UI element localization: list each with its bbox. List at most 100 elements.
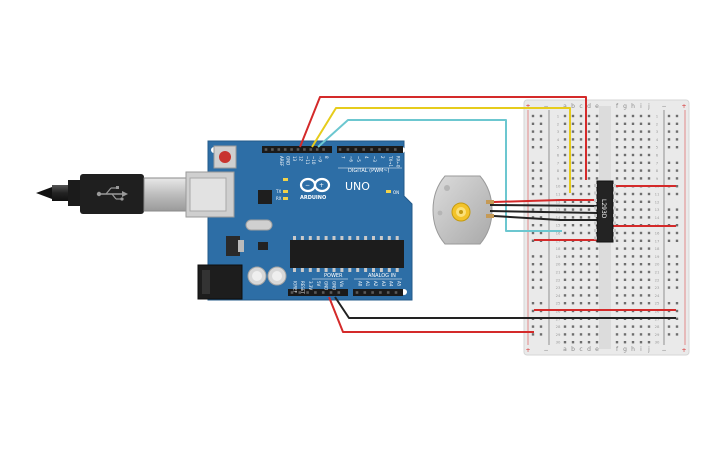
bb-rail-hole <box>675 302 679 305</box>
bb-row-number: 2 <box>656 121 659 126</box>
bb-hole <box>579 247 583 250</box>
bb-hole <box>639 153 643 157</box>
bb-hole <box>571 185 575 188</box>
bb-hole <box>631 146 635 149</box>
bb-rail-hole <box>667 177 671 180</box>
bb-hole <box>647 169 651 172</box>
chip-pin <box>324 236 328 240</box>
digital-pin-label: 2 <box>380 156 385 159</box>
bb-hole <box>639 192 643 196</box>
bb-hole <box>579 122 583 125</box>
bb-hole <box>587 122 591 125</box>
bb-hole <box>615 255 619 258</box>
bb-hole <box>563 341 567 344</box>
bb-hole <box>615 231 619 235</box>
bb-hole <box>615 286 619 289</box>
bb-hole <box>639 146 643 149</box>
reset-button-cap[interactable] <box>219 151 231 163</box>
bb-rail-hole <box>675 309 679 313</box>
bb-hole <box>587 302 591 305</box>
bb-hole <box>639 114 643 118</box>
bb-hole <box>647 239 651 242</box>
bb-hole <box>623 114 627 118</box>
bb-row-number: 3 <box>557 129 560 134</box>
bb-row-number: 16 <box>556 231 561 236</box>
bb-hole <box>623 130 627 133</box>
bb-col-e-bottom: e <box>595 346 599 353</box>
bb-hole <box>563 122 567 125</box>
bb-hole <box>563 333 567 336</box>
bb-hole <box>571 294 575 297</box>
bb-rail-hole <box>667 278 671 281</box>
bb-row-number: 29 <box>556 332 561 337</box>
usb-b-connector <box>143 177 187 212</box>
bb-col-c-bottom: c <box>579 346 582 353</box>
bb-row-number: 3 <box>656 129 659 134</box>
motor-terminal <box>486 214 494 218</box>
logo-minus-icon: − <box>305 182 310 189</box>
ic-pin <box>613 221 616 225</box>
bb-hole <box>639 263 643 266</box>
chip-pin <box>300 236 304 240</box>
digital-pin-label: TX→1 <box>388 155 393 168</box>
bb-rail-hole <box>531 270 535 274</box>
bb-hole <box>587 278 591 281</box>
bb-rail-hole <box>531 169 535 172</box>
bb-hole <box>639 341 643 344</box>
bb-hole <box>579 114 583 118</box>
bb-hole <box>587 263 591 266</box>
chip-pin <box>387 236 391 240</box>
bb-rail-hole <box>539 278 543 281</box>
bb-hole <box>587 247 591 250</box>
bb-rail-hole <box>531 161 535 164</box>
bb-hole <box>579 302 583 305</box>
wire-black-gnd <box>334 296 534 319</box>
bb-hole <box>563 224 567 227</box>
bb-rail-hole <box>539 114 543 118</box>
bb-hole <box>639 239 643 242</box>
bb-rail-hole <box>675 177 679 180</box>
header-pin-hole <box>355 291 359 294</box>
bb-hole <box>631 239 635 242</box>
bb-hole <box>631 177 635 180</box>
bb-minus-label-top-left: − <box>543 103 548 110</box>
chip-pin <box>356 236 360 240</box>
power-analog-pin-label: A3 <box>381 281 386 287</box>
usb-controller-chip <box>258 190 272 204</box>
bb-hole <box>563 146 567 149</box>
wire-red-top <box>299 96 587 180</box>
bb-hole <box>587 153 591 157</box>
bb-hole <box>579 255 583 258</box>
on-label: ON <box>393 190 399 195</box>
bb-rail-hole <box>539 263 543 266</box>
ic-pin <box>613 214 616 217</box>
bb-hole <box>579 200 583 203</box>
bb-rail-hole <box>539 185 543 188</box>
bb-hole <box>595 270 599 274</box>
bb-plus-label-bottom-right: + <box>681 347 686 354</box>
ic-pin <box>613 191 616 195</box>
ic-body <box>596 180 614 243</box>
bb-col-i-bottom: i <box>640 346 642 353</box>
digital-pin-label: AREF <box>279 156 284 167</box>
digital-pin-label: 4 <box>364 156 369 159</box>
motor-screw <box>444 185 450 191</box>
chip-pin <box>324 268 328 272</box>
bb-hole <box>595 255 599 258</box>
bb-hole <box>639 247 643 250</box>
bb-hole <box>579 341 583 344</box>
bb-row-number: 20 <box>556 262 561 267</box>
bb-hole <box>587 161 591 164</box>
bb-rail-hole <box>667 169 671 172</box>
bb-hole <box>563 153 567 157</box>
bb-rail-hole <box>539 146 543 149</box>
digital-header-label: DIGITAL (PWM~) <box>348 168 390 174</box>
bb-row-number: 25 <box>655 301 660 306</box>
bb-rail-hole <box>667 270 671 274</box>
bb-hole <box>571 325 575 328</box>
bb-hole <box>631 169 635 172</box>
bb-hole <box>571 247 575 250</box>
bb-rail-hole <box>675 270 679 274</box>
wire-motor-red <box>493 199 598 203</box>
bb-rail-hole <box>667 325 671 328</box>
